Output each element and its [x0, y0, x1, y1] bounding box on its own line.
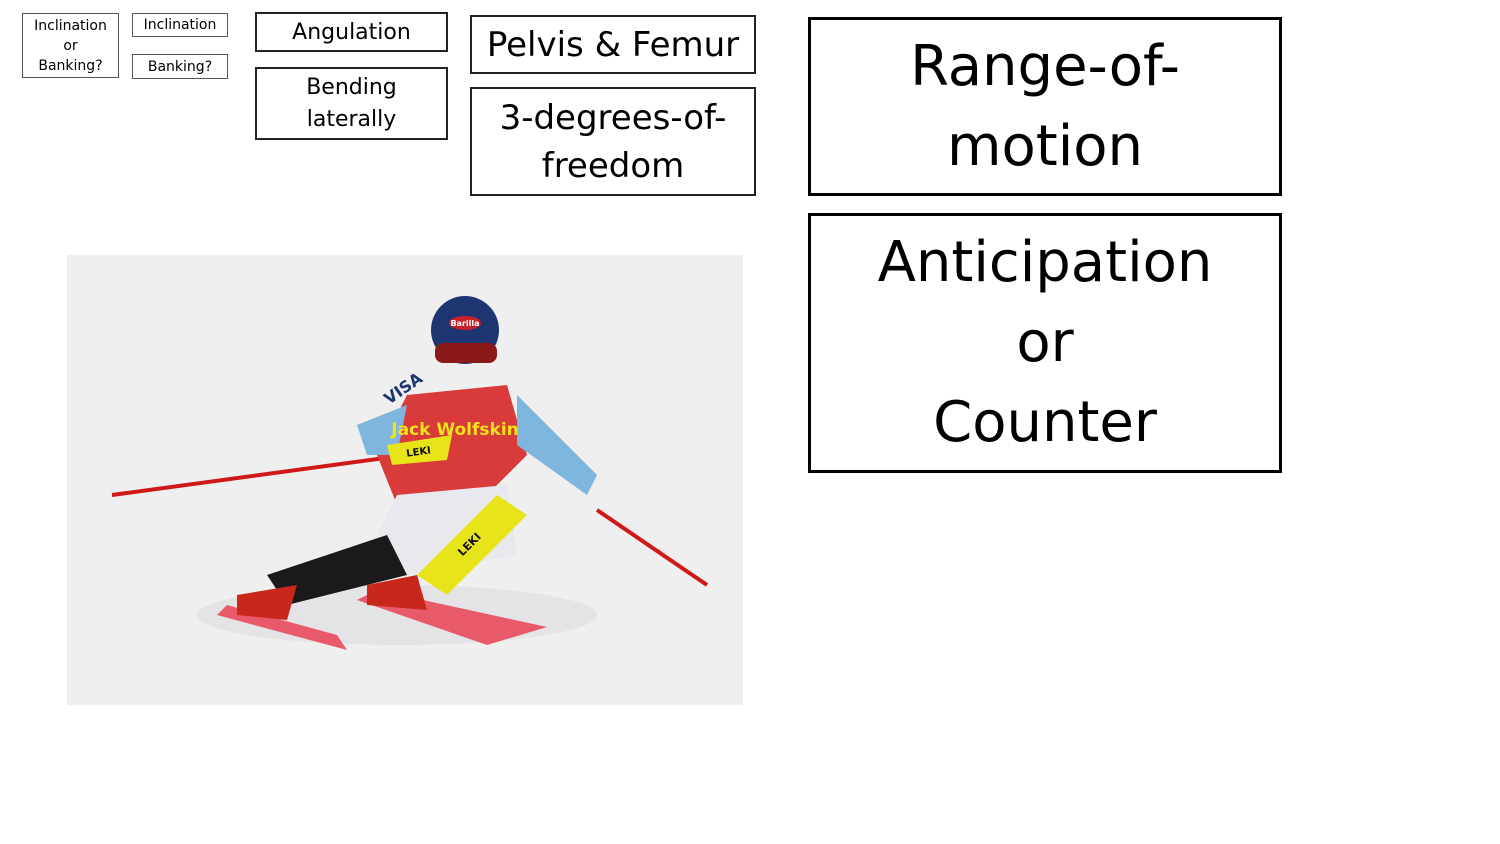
inclination-or-banking-box: Inclination or Banking?: [22, 13, 119, 78]
line: 3-degrees-of-: [499, 97, 727, 138]
range-of-motion-box: Range-of- motion: [808, 17, 1282, 196]
pole-grip: [387, 435, 452, 465]
line: or: [1016, 310, 1074, 375]
line: motion: [946, 113, 1144, 179]
line: freedom: [541, 145, 685, 186]
goggles: [435, 343, 497, 363]
left-pole: [111, 453, 408, 497]
line: Anticipation: [877, 230, 1213, 295]
pole-brand-text: LEKI: [406, 445, 432, 459]
right-pole: [595, 508, 709, 587]
three-degrees-of-freedom-box: 3-degrees-of- freedom: [470, 87, 756, 196]
bending-laterally-box: Bending laterally: [255, 67, 448, 140]
left-leg: [267, 535, 407, 605]
angulation-box: Angulation: [255, 12, 448, 52]
skier-illustration: Barilla VISA Jack Wolfskin LEKI LEKI: [67, 255, 743, 705]
banking-box: Banking?: [132, 54, 228, 79]
helmet-logo-text: Barilla: [450, 319, 479, 328]
pelvis-femur-box: Pelvis & Femur: [470, 15, 756, 74]
line: Range-of-: [910, 33, 1180, 99]
line: laterally: [306, 106, 397, 132]
right-leg: [417, 495, 527, 595]
anticipation-counter-box: Anticipation or Counter: [808, 213, 1282, 473]
skier-photo: Barilla VISA Jack Wolfskin LEKI LEKI: [67, 255, 743, 705]
bib-text: Jack Wolfskin: [390, 420, 519, 440]
line: or: [63, 37, 78, 54]
bib: [377, 385, 527, 505]
inclination-box: Inclination: [132, 13, 228, 37]
line: Inclination: [34, 17, 107, 34]
line: Bending: [306, 74, 397, 100]
line: Banking?: [38, 57, 103, 74]
line: Counter: [933, 390, 1157, 455]
